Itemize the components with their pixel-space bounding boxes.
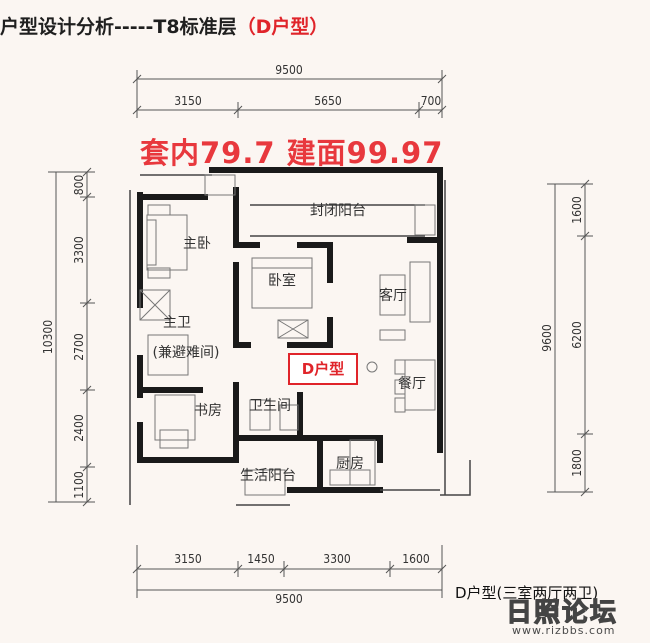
dim-bottom-total: 9500 <box>275 592 303 606</box>
room-master-bath: 主卫 <box>163 315 191 331</box>
dim-right-2: 6200 <box>570 321 584 349</box>
dim-left-1: 800 <box>72 175 86 196</box>
dim-top-2: 5650 <box>314 94 342 108</box>
dim-right-total: 9600 <box>540 324 554 352</box>
dim-left-5: 1100 <box>72 471 86 499</box>
room-master-bedroom: 主卧 <box>183 236 211 252</box>
dim-right-3: 1800 <box>570 449 584 477</box>
furniture <box>139 174 436 496</box>
watermark-url: www.rizbbs.com <box>512 624 616 637</box>
room-kitchen: 厨房 <box>336 456 364 472</box>
room-dining-room: 餐厅 <box>398 376 426 392</box>
title-highlight: （D户型） <box>236 16 329 38</box>
dim-bottom-4: 1600 <box>402 552 430 566</box>
room-bathroom: 卫生间 <box>249 398 291 414</box>
dim-left-total: 10300 <box>41 320 55 354</box>
room-master-bath-note: (兼避难间) <box>153 345 220 361</box>
walls <box>137 167 443 493</box>
dim-left-3: 2700 <box>72 333 86 361</box>
page-title: 户型设计分析-----T8标准层（D户型） <box>0 12 328 39</box>
room-enclosed-balcony: 封闭阳台 <box>310 203 366 219</box>
dim-bottom-3: 3300 <box>323 552 351 566</box>
room-living-room: 客厅 <box>379 287 407 304</box>
dim-left-4: 2400 <box>72 414 86 442</box>
thin-walls <box>129 174 471 506</box>
watermark-logo: 日照论坛 <box>505 597 619 628</box>
room-utility-balcony: 生活阳台 <box>240 468 296 484</box>
dim-bottom-1: 3150 <box>174 552 202 566</box>
dim-top-1: 3150 <box>174 94 202 108</box>
dimension-ticks <box>82 74 590 574</box>
room-bedroom: 卧室 <box>268 272 296 289</box>
dim-right-1: 1600 <box>570 196 584 224</box>
dim-top-total: 9500 <box>275 63 303 77</box>
dim-top-3: 700 <box>421 94 442 108</box>
layout-subtitle: D户型(三室两厅两卫) <box>455 584 599 602</box>
dim-left-2: 3300 <box>72 236 86 264</box>
area-label: 套内79.7 建面99.97 <box>140 136 444 170</box>
room-study: 书房 <box>194 403 222 419</box>
unit-type-badge: D户型 <box>288 353 358 385</box>
dim-bottom-2: 1450 <box>247 552 275 566</box>
title-prefix: 户型设计分析-----T8标准层 <box>0 16 237 38</box>
